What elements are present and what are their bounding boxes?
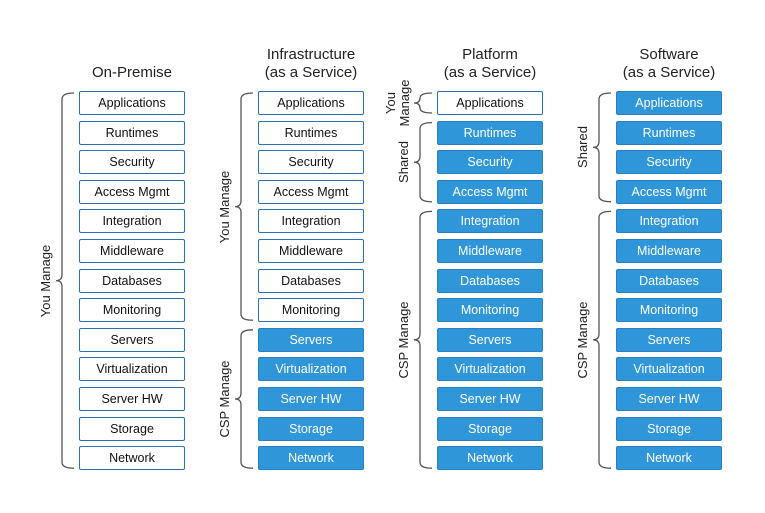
paas-group-label-csp-manage: CSP Manage — [396, 301, 411, 379]
saas-layer-runtimes: Runtimes — [616, 120, 722, 145]
paas-layer-monitoring: Monitoring — [437, 298, 543, 323]
on-premise-layer-virtualization: Virtualization — [79, 357, 185, 382]
title-line: (as a Service) — [443, 64, 537, 81]
on-premise-layer-servers: Servers — [79, 327, 185, 352]
paas-brace-you-manage — [413, 92, 433, 114]
iaas-layer-access-mgmt: Access Mgmt — [258, 179, 364, 204]
saas-group-label-shared: Shared — [575, 126, 590, 169]
paas-layer-server-hw: Server HW — [437, 387, 543, 411]
title-line: (as a Service) — [622, 64, 716, 81]
on-premise-layer-databases: Databases — [79, 268, 185, 293]
title-line: Platform — [462, 46, 518, 63]
on-premise-layer-server-hw: Server HW — [79, 387, 185, 411]
group-label-line: Shared — [575, 126, 590, 169]
on-premise-layer-runtimes: Runtimes — [79, 120, 185, 145]
iaas-layer-virtualization: Virtualization — [258, 357, 364, 382]
on-premise-layer-middleware: Middleware — [79, 239, 185, 263]
on-premise-column-title: On-Premise — [52, 64, 212, 82]
title-line: Infrastructure — [266, 46, 356, 63]
saas-layer-integration: Integration — [616, 209, 722, 234]
paas-layer-security: Security — [437, 150, 543, 175]
on-premise-layer-applications: Applications — [79, 91, 185, 115]
iaas-layer-servers: Servers — [258, 327, 364, 352]
paas-layer-applications: Applications — [437, 91, 543, 115]
paas-brace-shared — [413, 121, 433, 203]
paas-layer-virtualization: Virtualization — [437, 357, 543, 382]
saas-layer-security: Security — [616, 150, 722, 175]
saas-layer-virtualization: Virtualization — [616, 357, 722, 382]
title-line: On-Premise — [91, 64, 173, 81]
paas-brace-csp-manage — [413, 210, 433, 469]
group-label-line: Shared — [396, 141, 411, 184]
saas-layer-middleware: Middleware — [616, 239, 722, 263]
group-label-line: CSP Manage — [217, 360, 232, 438]
paas-layer-servers: Servers — [437, 327, 543, 352]
iaas-layer-network: Network — [258, 446, 364, 471]
title-line: Software — [639, 46, 699, 63]
iaas-layer-middleware: Middleware — [258, 239, 364, 263]
iaas-layer-security: Security — [258, 150, 364, 175]
on-premise-brace-you-manage — [55, 92, 75, 469]
iaas-layer-runtimes: Runtimes — [258, 120, 364, 145]
saas-brace-csp-manage — [592, 210, 612, 469]
paas-layer-runtimes: Runtimes — [437, 120, 543, 145]
group-label-line: Manage — [397, 79, 412, 127]
saas-layer-storage: Storage — [616, 416, 722, 441]
on-premise-layer-network: Network — [79, 446, 185, 471]
paas-layer-storage: Storage — [437, 416, 543, 441]
saas-layer-access-mgmt: Access Mgmt — [616, 179, 722, 204]
on-premise-layer-access-mgmt: Access Mgmt — [79, 179, 185, 204]
group-label-line: You — [383, 92, 398, 114]
saas-layer-servers: Servers — [616, 327, 722, 352]
on-premise-layer-security: Security — [79, 150, 185, 175]
iaas-group-label-you-manage: You Manage — [217, 170, 232, 243]
group-label-line: CSP Manage — [575, 301, 590, 379]
paas-column-title: Platform(as a Service) — [410, 46, 570, 82]
paas-layer-databases: Databases — [437, 268, 543, 293]
group-label-line: You Manage — [217, 170, 232, 243]
iaas-brace-you-manage — [234, 92, 254, 321]
iaas-layer-integration: Integration — [258, 209, 364, 234]
saas-layer-network: Network — [616, 446, 722, 471]
paas-layer-network: Network — [437, 446, 543, 471]
iaas-group-label-csp-manage: CSP Manage — [217, 360, 232, 438]
iaas-layer-server-hw: Server HW — [258, 387, 364, 411]
iaas-layer-databases: Databases — [258, 268, 364, 293]
on-premise-layer-monitoring: Monitoring — [79, 298, 185, 323]
iaas-layer-applications: Applications — [258, 91, 364, 115]
saas-column-title: Software(as a Service) — [589, 46, 749, 82]
saas-layer-monitoring: Monitoring — [616, 298, 722, 323]
paas-layer-access-mgmt: Access Mgmt — [437, 179, 543, 204]
group-label-line: You Manage — [38, 244, 53, 317]
saas-layer-databases: Databases — [616, 268, 722, 293]
saas-layer-applications: Applications — [616, 91, 722, 115]
group-label-line: CSP Manage — [396, 301, 411, 379]
paas-layer-integration: Integration — [437, 209, 543, 234]
paas-layer-middleware: Middleware — [437, 239, 543, 263]
saas-brace-shared — [592, 92, 612, 203]
saas-group-label-csp-manage: CSP Manage — [575, 301, 590, 379]
paas-group-label-shared: Shared — [396, 141, 411, 184]
iaas-layer-storage: Storage — [258, 416, 364, 441]
iaas-column-title: Infrastructure(as a Service) — [231, 46, 391, 82]
on-premise-layer-storage: Storage — [79, 416, 185, 441]
title-line: (as a Service) — [264, 64, 358, 81]
saas-layer-server-hw: Server HW — [616, 387, 722, 411]
iaas-brace-csp-manage — [234, 329, 254, 469]
on-premise-layer-integration: Integration — [79, 209, 185, 234]
iaas-layer-monitoring: Monitoring — [258, 298, 364, 323]
on-premise-group-label-you-manage: You Manage — [38, 244, 53, 317]
